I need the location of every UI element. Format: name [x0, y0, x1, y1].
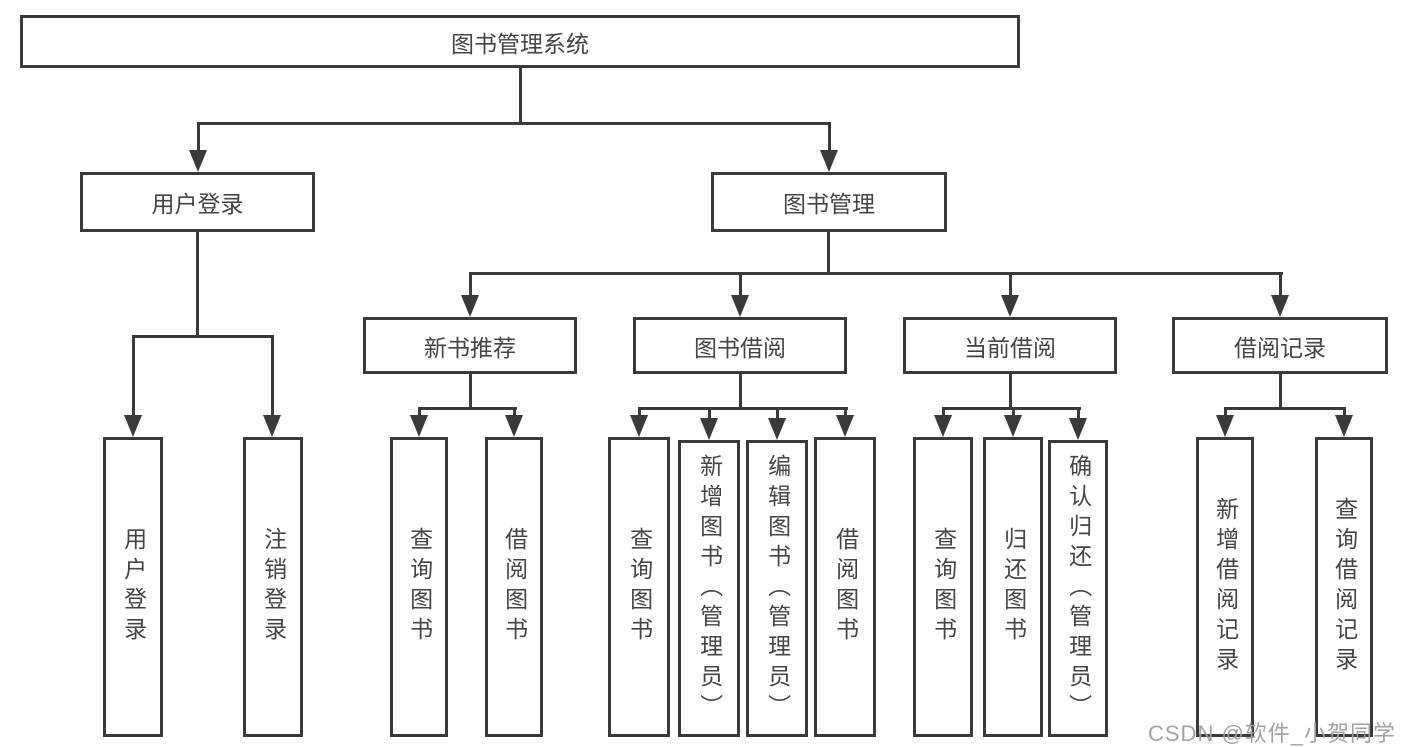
leaf-label: 用户登录 [120, 527, 147, 647]
connector-line [1279, 374, 1282, 410]
leaf-confirm-return-admin: 确认归还（管理员） [1048, 440, 1108, 737]
arrow-down-icon [820, 150, 838, 172]
connector-line [1343, 407, 1346, 418]
leaf-label: 注销登录 [260, 527, 287, 647]
connector-line [469, 374, 472, 410]
connector-line [708, 407, 711, 418]
leaf-query-borrow-record: 查询借阅记录 [1315, 437, 1373, 737]
leaf-edit-book-admin: 编辑图书（管理员） [746, 440, 808, 737]
leaf-add-book-admin: 新增图书（管理员） [678, 440, 740, 737]
leaf-label: 查询图书 [930, 527, 957, 647]
connector-line [197, 122, 831, 125]
connector-line [197, 122, 200, 154]
arrow-down-icon [731, 295, 749, 317]
leaf-label: 新增图书（管理员） [696, 453, 723, 724]
leaf-user-login: 用户登录 [103, 437, 163, 737]
arrow-down-icon [124, 415, 142, 437]
connector-line [776, 407, 779, 418]
connector-line [519, 68, 522, 124]
arrow-down-icon [836, 415, 854, 437]
arrow-down-icon [1216, 415, 1234, 437]
arrow-down-icon [1069, 418, 1087, 440]
arrow-down-icon [700, 418, 718, 440]
node-current-borrow: 当前借阅 [903, 317, 1117, 374]
arrow-down-icon [189, 150, 207, 172]
leaf-label: 查询图书 [406, 527, 433, 647]
connector-line [513, 407, 516, 418]
leaf-query-books-current: 查询图书 [913, 437, 973, 737]
leaf-return-books: 归还图书 [983, 437, 1043, 737]
leaf-borrow-books: 借阅图书 [814, 437, 876, 737]
arrow-down-icon [630, 415, 648, 437]
connector-line [638, 407, 641, 418]
leaf-label: 编辑图书（管理员） [764, 453, 791, 724]
connector-line [1009, 272, 1012, 298]
leaf-logout: 注销登录 [243, 437, 303, 737]
connector-line [827, 232, 830, 275]
connector-line [418, 407, 517, 410]
leaf-label: 确认归还（管理员） [1065, 453, 1092, 724]
connector-line [638, 407, 848, 410]
leaf-label: 查询借阅记录 [1331, 497, 1358, 677]
connector-line [1279, 272, 1282, 298]
leaf-label: 归还图书 [1000, 527, 1027, 647]
connector-line [1224, 407, 1346, 410]
arrow-down-icon [263, 415, 281, 437]
node-book-borrow: 图书借阅 [633, 317, 847, 374]
arrow-down-icon [410, 415, 428, 437]
csdn-watermark: CSDN @软件_小贺同学 [1148, 721, 1397, 746]
connector-line [1077, 407, 1080, 418]
arrow-down-icon [934, 415, 952, 437]
arrow-down-icon [1001, 295, 1019, 317]
connector-line [196, 232, 199, 338]
node-user-login: 用户登录 [80, 172, 315, 232]
arrow-down-icon [768, 418, 786, 440]
connector-line [469, 272, 472, 298]
leaf-label: 新增借阅记录 [1212, 497, 1239, 677]
node-root-library-system: 图书管理系统 [20, 15, 1020, 68]
connector-line [271, 335, 274, 417]
connector-line [1012, 407, 1015, 418]
arrow-down-icon [1004, 415, 1022, 437]
connector-line [739, 374, 742, 410]
node-new-book-recommend: 新书推荐 [363, 317, 577, 374]
arrow-down-icon [1271, 295, 1289, 317]
leaf-label: 借阅图书 [501, 527, 528, 647]
connector-line [739, 272, 742, 298]
arrow-down-icon [505, 415, 523, 437]
leaf-query-books-borrow: 查询图书 [608, 437, 670, 737]
leaf-borrow-books-recommend: 借阅图书 [485, 437, 543, 737]
leaf-query-books-recommend: 查询图书 [390, 437, 448, 737]
connector-line [828, 122, 831, 154]
node-book-management: 图书管理 [711, 172, 947, 232]
connector-line [844, 407, 847, 418]
arrow-down-icon [1335, 415, 1353, 437]
leaf-label: 借阅图书 [832, 527, 859, 647]
connector-line [1009, 374, 1012, 410]
connector-line [132, 335, 135, 417]
connector-line [942, 407, 1081, 410]
connector-line [1224, 407, 1227, 418]
leaf-label: 查询图书 [626, 527, 653, 647]
connector-line [418, 407, 421, 418]
node-borrow-records: 借阅记录 [1172, 317, 1388, 374]
connector-line [469, 272, 1283, 275]
leaf-add-borrow-record: 新增借阅记录 [1196, 437, 1254, 737]
connector-line [132, 335, 274, 338]
arrow-down-icon [461, 295, 479, 317]
connector-line [942, 407, 945, 418]
